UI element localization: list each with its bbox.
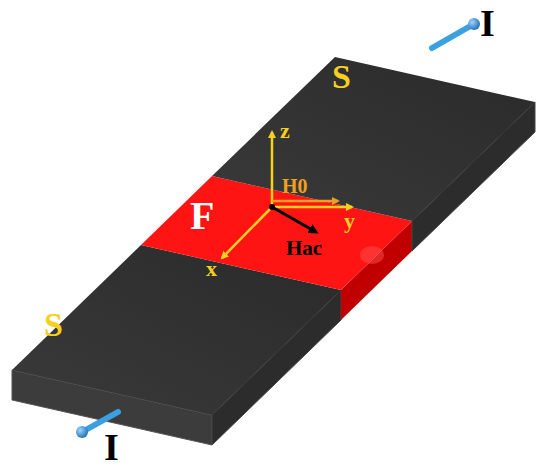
lead-terminal <box>468 18 480 30</box>
ferromagnet-label: F <box>190 196 214 236</box>
superconductor-label: S <box>44 308 63 342</box>
superconductor-label: S <box>332 60 351 94</box>
h0-arrow <box>272 200 338 203</box>
hac-arrow <box>272 207 316 232</box>
z-axis <box>271 132 274 207</box>
superconductor-top <box>212 57 535 221</box>
y-axis <box>272 206 352 209</box>
field-label: Hac <box>286 238 322 259</box>
current-label: I <box>480 4 495 42</box>
axis-label: z <box>280 120 290 142</box>
current-lead <box>432 24 474 48</box>
field-label: H0 <box>282 176 308 196</box>
axis-label: x <box>206 258 217 280</box>
x-axis <box>222 207 272 258</box>
lead-terminal <box>76 426 88 438</box>
current-label: I <box>104 428 119 466</box>
axis-label: y <box>344 210 355 232</box>
